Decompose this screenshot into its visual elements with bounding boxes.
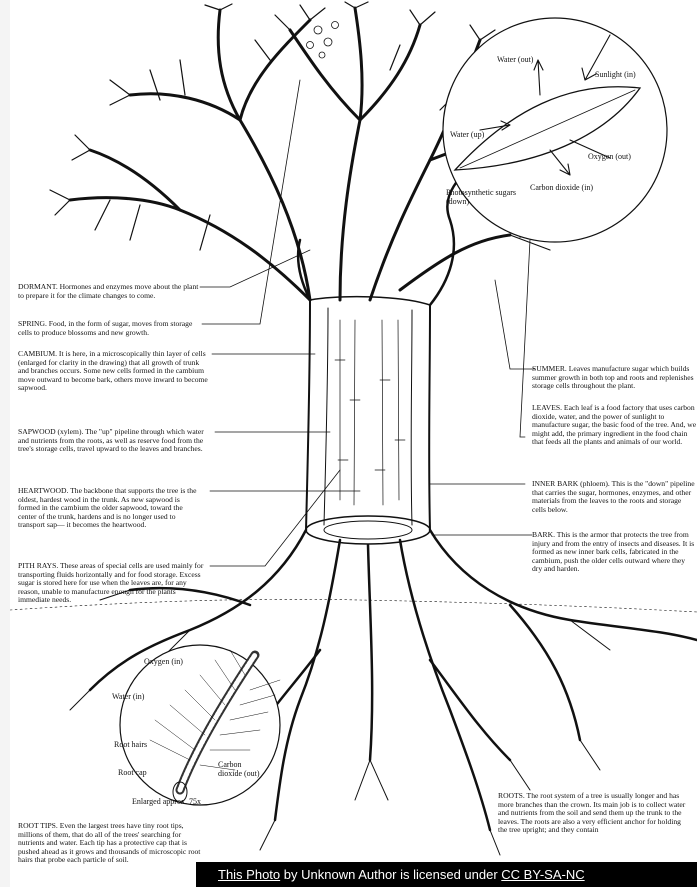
oxygen-in-tag: Oxygen (in) [144,657,183,666]
roots-label: ROOTS. The root system of a tree is usua… [498,792,688,860]
water-in-tag: Water (in) [112,692,144,701]
bark-label: BARK. This is the armor that protects th… [532,531,697,574]
carbon-dioxide-in-tag: Carbon dioxide (in) [530,183,593,192]
inner-bark-label: INNER BARK (phloem). This is the "down" … [532,480,697,514]
root-cap-tag: Root cap [118,768,147,777]
carbon-dioxide-out-tag: Carbon dioxide (out) [218,760,260,778]
photosynthetic-sugars-tag: Photosynthetic sugars (down) [446,188,516,206]
water-out-tag: Water (out) [497,55,533,64]
oxygen-out-tag: Oxygen (out) [588,152,631,161]
trunk [306,297,430,544]
summer-label: SUMMER. Leaves manufacture sugar which b… [532,365,697,391]
root-inset-circle [120,645,280,805]
sapwood-label: SAPWOOD (xylem). The "up" pipeline throu… [18,428,206,454]
water-up-tag: Water (up) [450,130,484,139]
root-tips-label: ROOT TIPS. Even the largest trees have t… [18,822,204,865]
photo-link[interactable]: This Photo [218,867,280,882]
credit-text: by Unknown Author is licensed under [280,867,501,882]
dormant-label: DORMANT. Hormones and enzymes move about… [18,283,200,300]
spring-label: SPRING. Food, in the form of sugar, move… [18,320,200,337]
license-link[interactable]: CC BY-SA-NC [501,867,584,882]
root-hairs-tag: Root hairs [114,740,147,749]
pith-rays-label: PITH RAYS. These areas of special cells … [18,562,208,605]
blossoms [307,22,339,59]
leaves-label: LEAVES. Each leaf is a food factory that… [532,404,697,447]
sapwood-lines [335,320,405,505]
license-credit-bar: This Photo by Unknown Author is licensed… [196,862,697,887]
enlarged-tag: Enlarged approx. 75x [132,797,201,806]
heartwood-label: HEARTWOOD. The backbone that supports th… [18,487,200,530]
diagram-page: DORMANT. Hormones and enzymes move about… [10,0,697,887]
cambium-label: CAMBIUM. It is here, in a microscopicall… [18,350,210,393]
sunlight-in-tag: Sunlight (in) [595,70,636,79]
